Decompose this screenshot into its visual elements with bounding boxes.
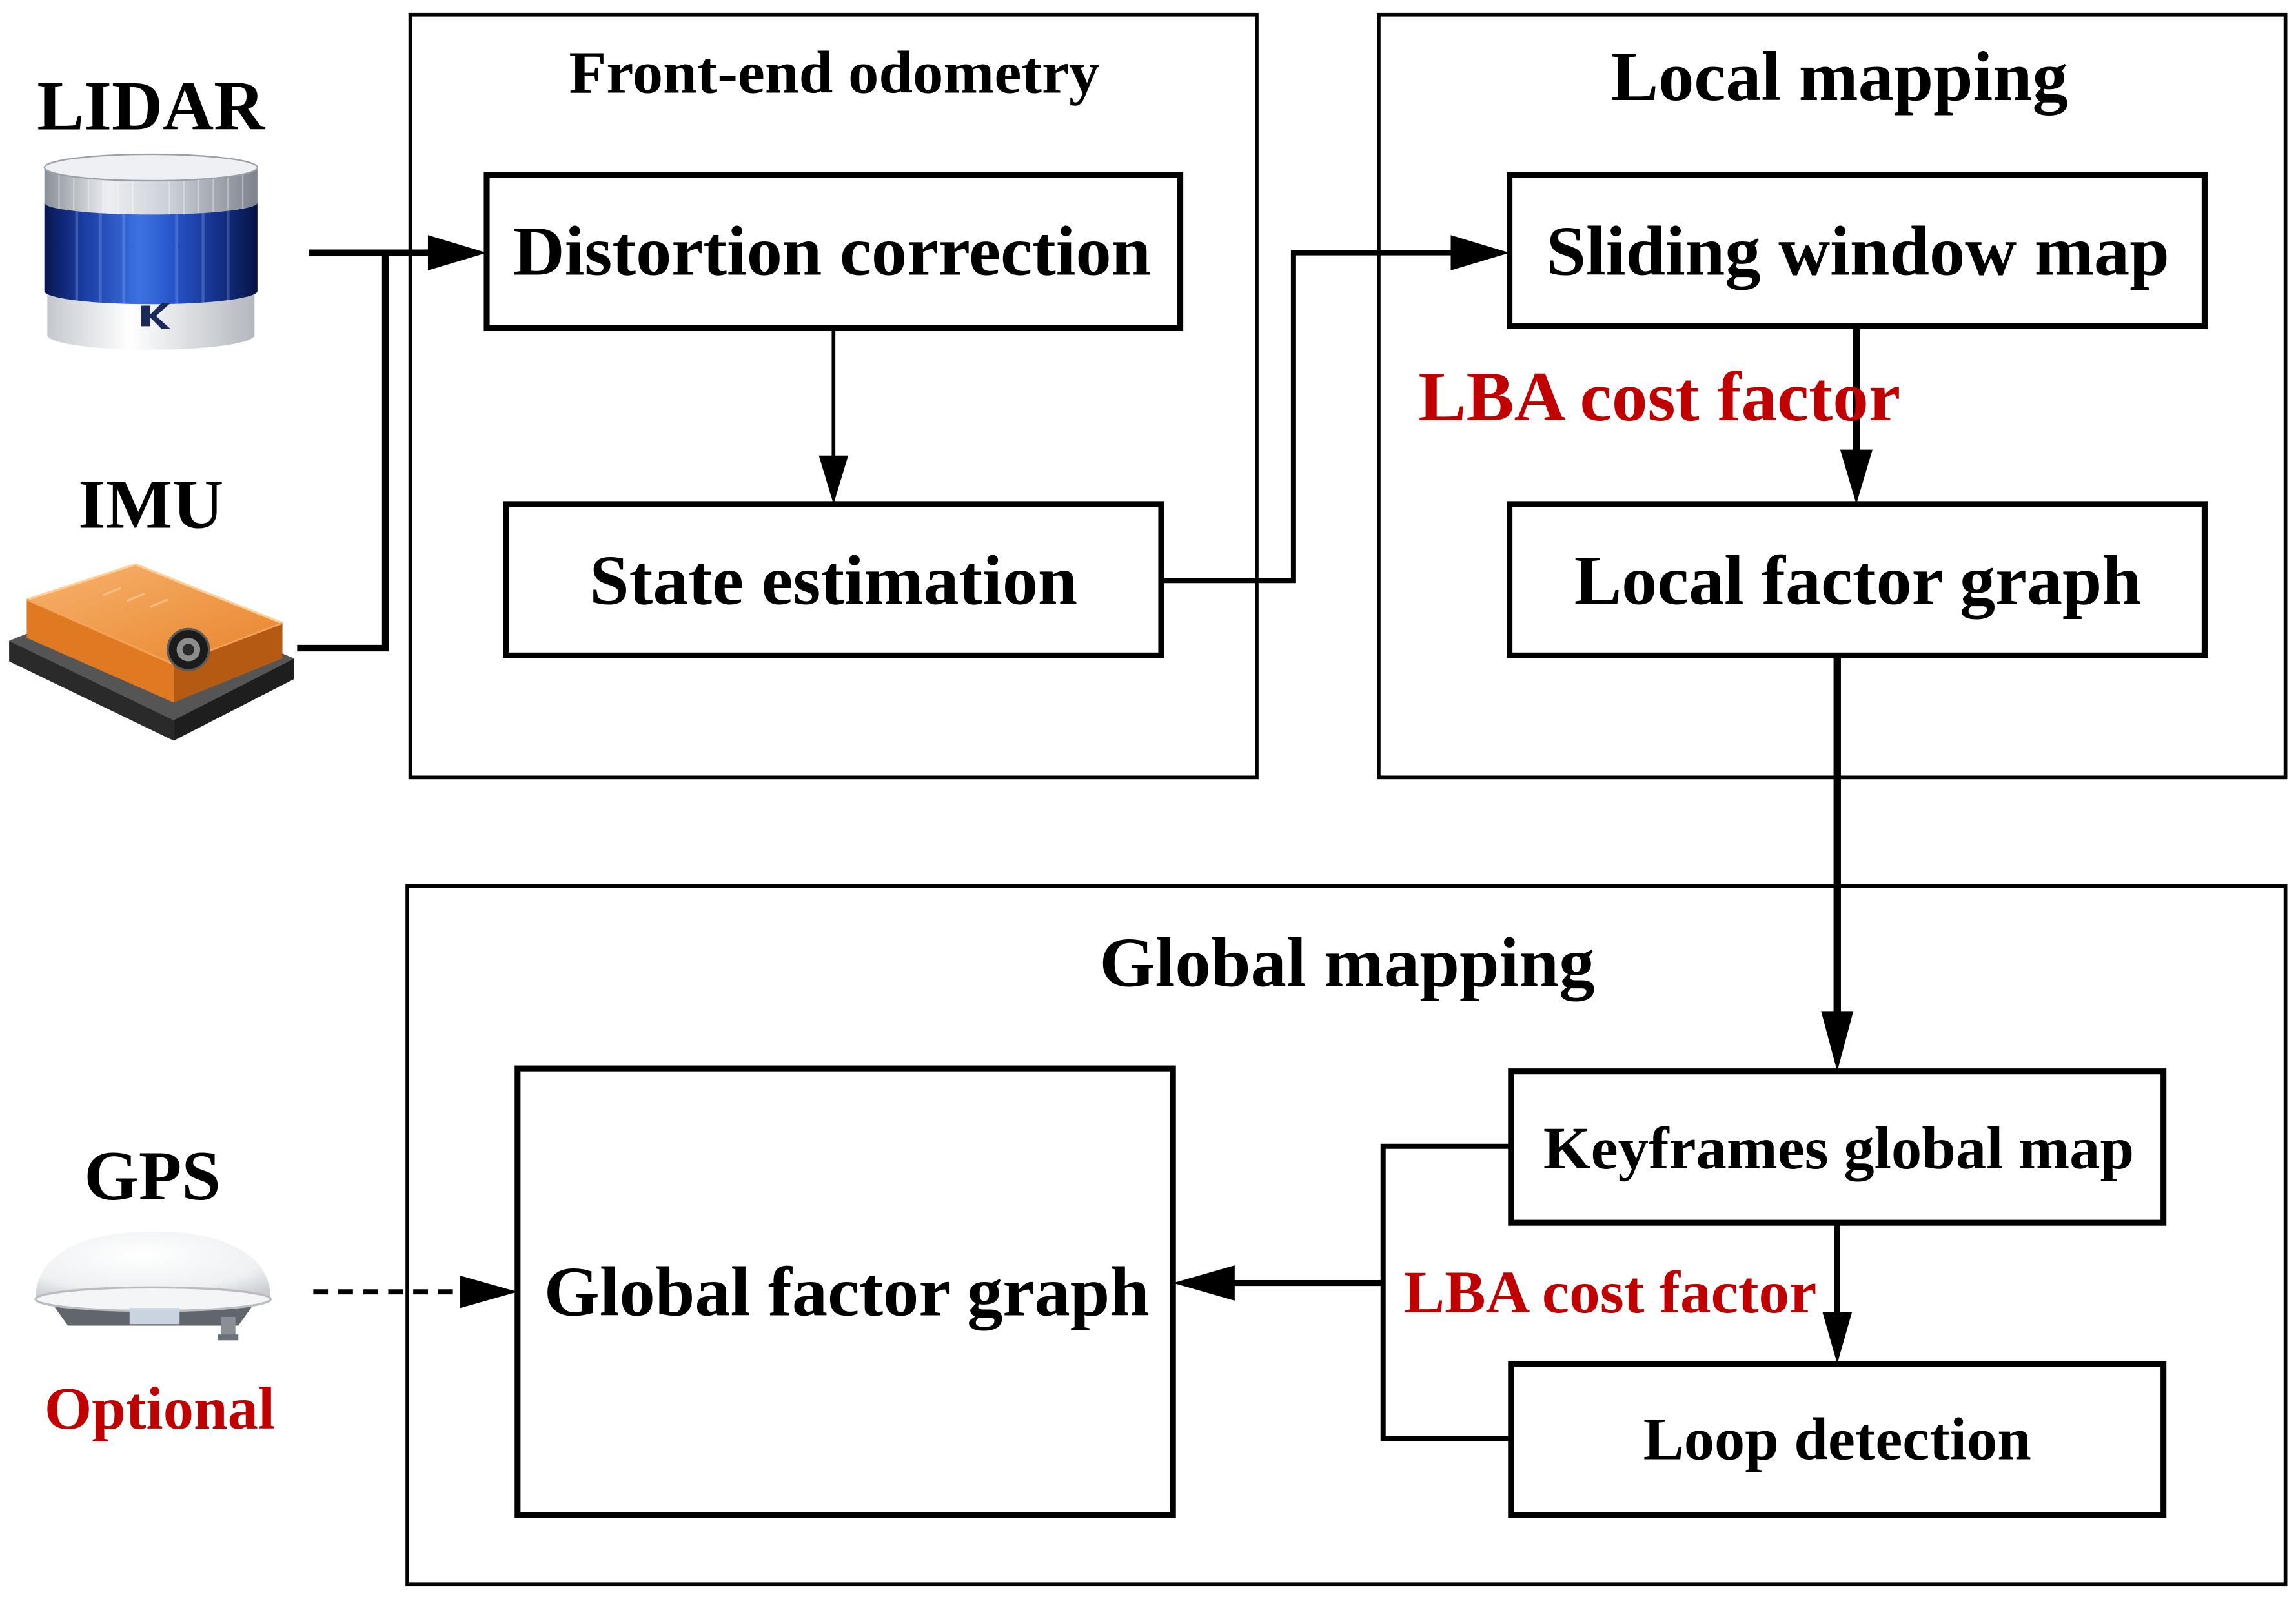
- keyframes-to-loop-detection-arrow: [1822, 1223, 1853, 1364]
- global-mapping-group: [405, 884, 2288, 1587]
- sliding-window-to-local-graph-arrow: [1840, 326, 1873, 504]
- state-to-sliding-window-arrow: [1161, 235, 1510, 584]
- gps-label: GPS: [84, 1137, 221, 1215]
- local-factor-graph-box: [1507, 501, 2208, 658]
- sliding-window-map-label: Sliding window map: [1546, 212, 2169, 290]
- global-factor-graph-label: Global factor graph: [544, 1253, 1150, 1331]
- local-factor-graph-label: Local factor graph: [1574, 542, 2142, 620]
- gps-optional-note: Optional: [45, 1376, 275, 1442]
- loop-detection-label: Loop detection: [1643, 1407, 2031, 1473]
- imu-sensor-icon: [9, 563, 294, 741]
- keyframes-global-map-label: Keyframes global map: [1543, 1115, 2134, 1182]
- gps-antenna-icon: [34, 1231, 272, 1341]
- global-mapping-title: Global mapping: [1099, 924, 1594, 1002]
- imu-to-distortion-connector: [297, 252, 389, 652]
- keyframes-loop-bracket: [1380, 1143, 1511, 1441]
- bracket-to-global-graph-arrow: [1173, 1265, 1383, 1301]
- distortion-correction-label: Distortion correction: [513, 212, 1151, 290]
- global-lba-cost-factor-label: LBA cost factor: [1404, 1259, 1817, 1326]
- local-graph-to-keyframes-arrow: [1821, 655, 1854, 1072]
- front-end-odometry-group: [408, 12, 1259, 780]
- lidar-label: LIDAR: [37, 66, 265, 145]
- distortion-to-state-arrow: [818, 327, 849, 504]
- lidar-to-distortion-arrow: [309, 235, 487, 270]
- lidar-sensor-icon: [43, 153, 258, 350]
- local-lba-cost-factor-label: LBA cost factor: [1418, 358, 1900, 436]
- local-mapping-title: Local mapping: [1611, 37, 2068, 116]
- gps-to-global-graph-dashed-arrow: [313, 1276, 518, 1309]
- state-estimation-label: State estimation: [589, 542, 1077, 620]
- imu-label: IMU: [78, 465, 223, 543]
- local-mapping-group: [1377, 12, 2288, 780]
- front-end-odometry-title: Front-end odometry: [569, 39, 1099, 106]
